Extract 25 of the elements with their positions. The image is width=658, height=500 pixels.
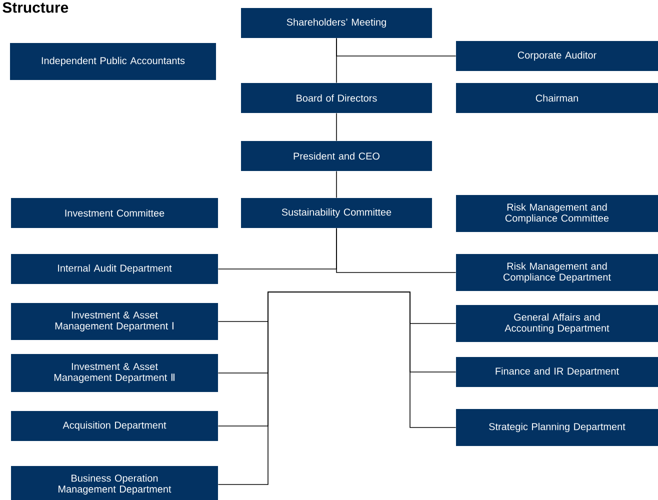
org-box: Internal Audit Department [11, 254, 218, 284]
org-box: Finance and IR Department [456, 357, 658, 387]
org-box: Board of Directors [241, 83, 432, 113]
connector-line [218, 292, 340, 485]
org-box: Acquisition Department [11, 411, 218, 441]
org-box: Investment & Asset Management Department Ⅰ [11, 303, 218, 340]
title: Structure [2, 2, 68, 13]
org-box: Risk Management and Compliance Department [456, 254, 658, 291]
org-box: President and CEO [241, 141, 432, 171]
connector-line [338, 292, 456, 428]
connector-line [336, 170, 337, 198]
org-box: Investment & Asset Management Department Ⅱ [11, 354, 218, 392]
org-box: Chairman [456, 83, 658, 113]
org-box: Independent Public Accountants [10, 43, 216, 80]
org-box: Strategic Planning Department [456, 409, 658, 446]
connector-line [336, 112, 337, 142]
org-box: Sustainability Committee [241, 198, 432, 228]
org-box: General Affairs and Accounting Department [456, 305, 658, 342]
connector-line [336, 228, 456, 273]
org-box: Corporate Auditor [456, 41, 658, 71]
org-box: Shareholders’ Meeting [241, 8, 432, 38]
org-box: Investment Committee [11, 198, 218, 228]
org-box: Business Operation Management Department [11, 466, 218, 500]
connector-line [336, 38, 456, 56]
org-box: Risk Management and Compliance Committee [456, 195, 658, 232]
